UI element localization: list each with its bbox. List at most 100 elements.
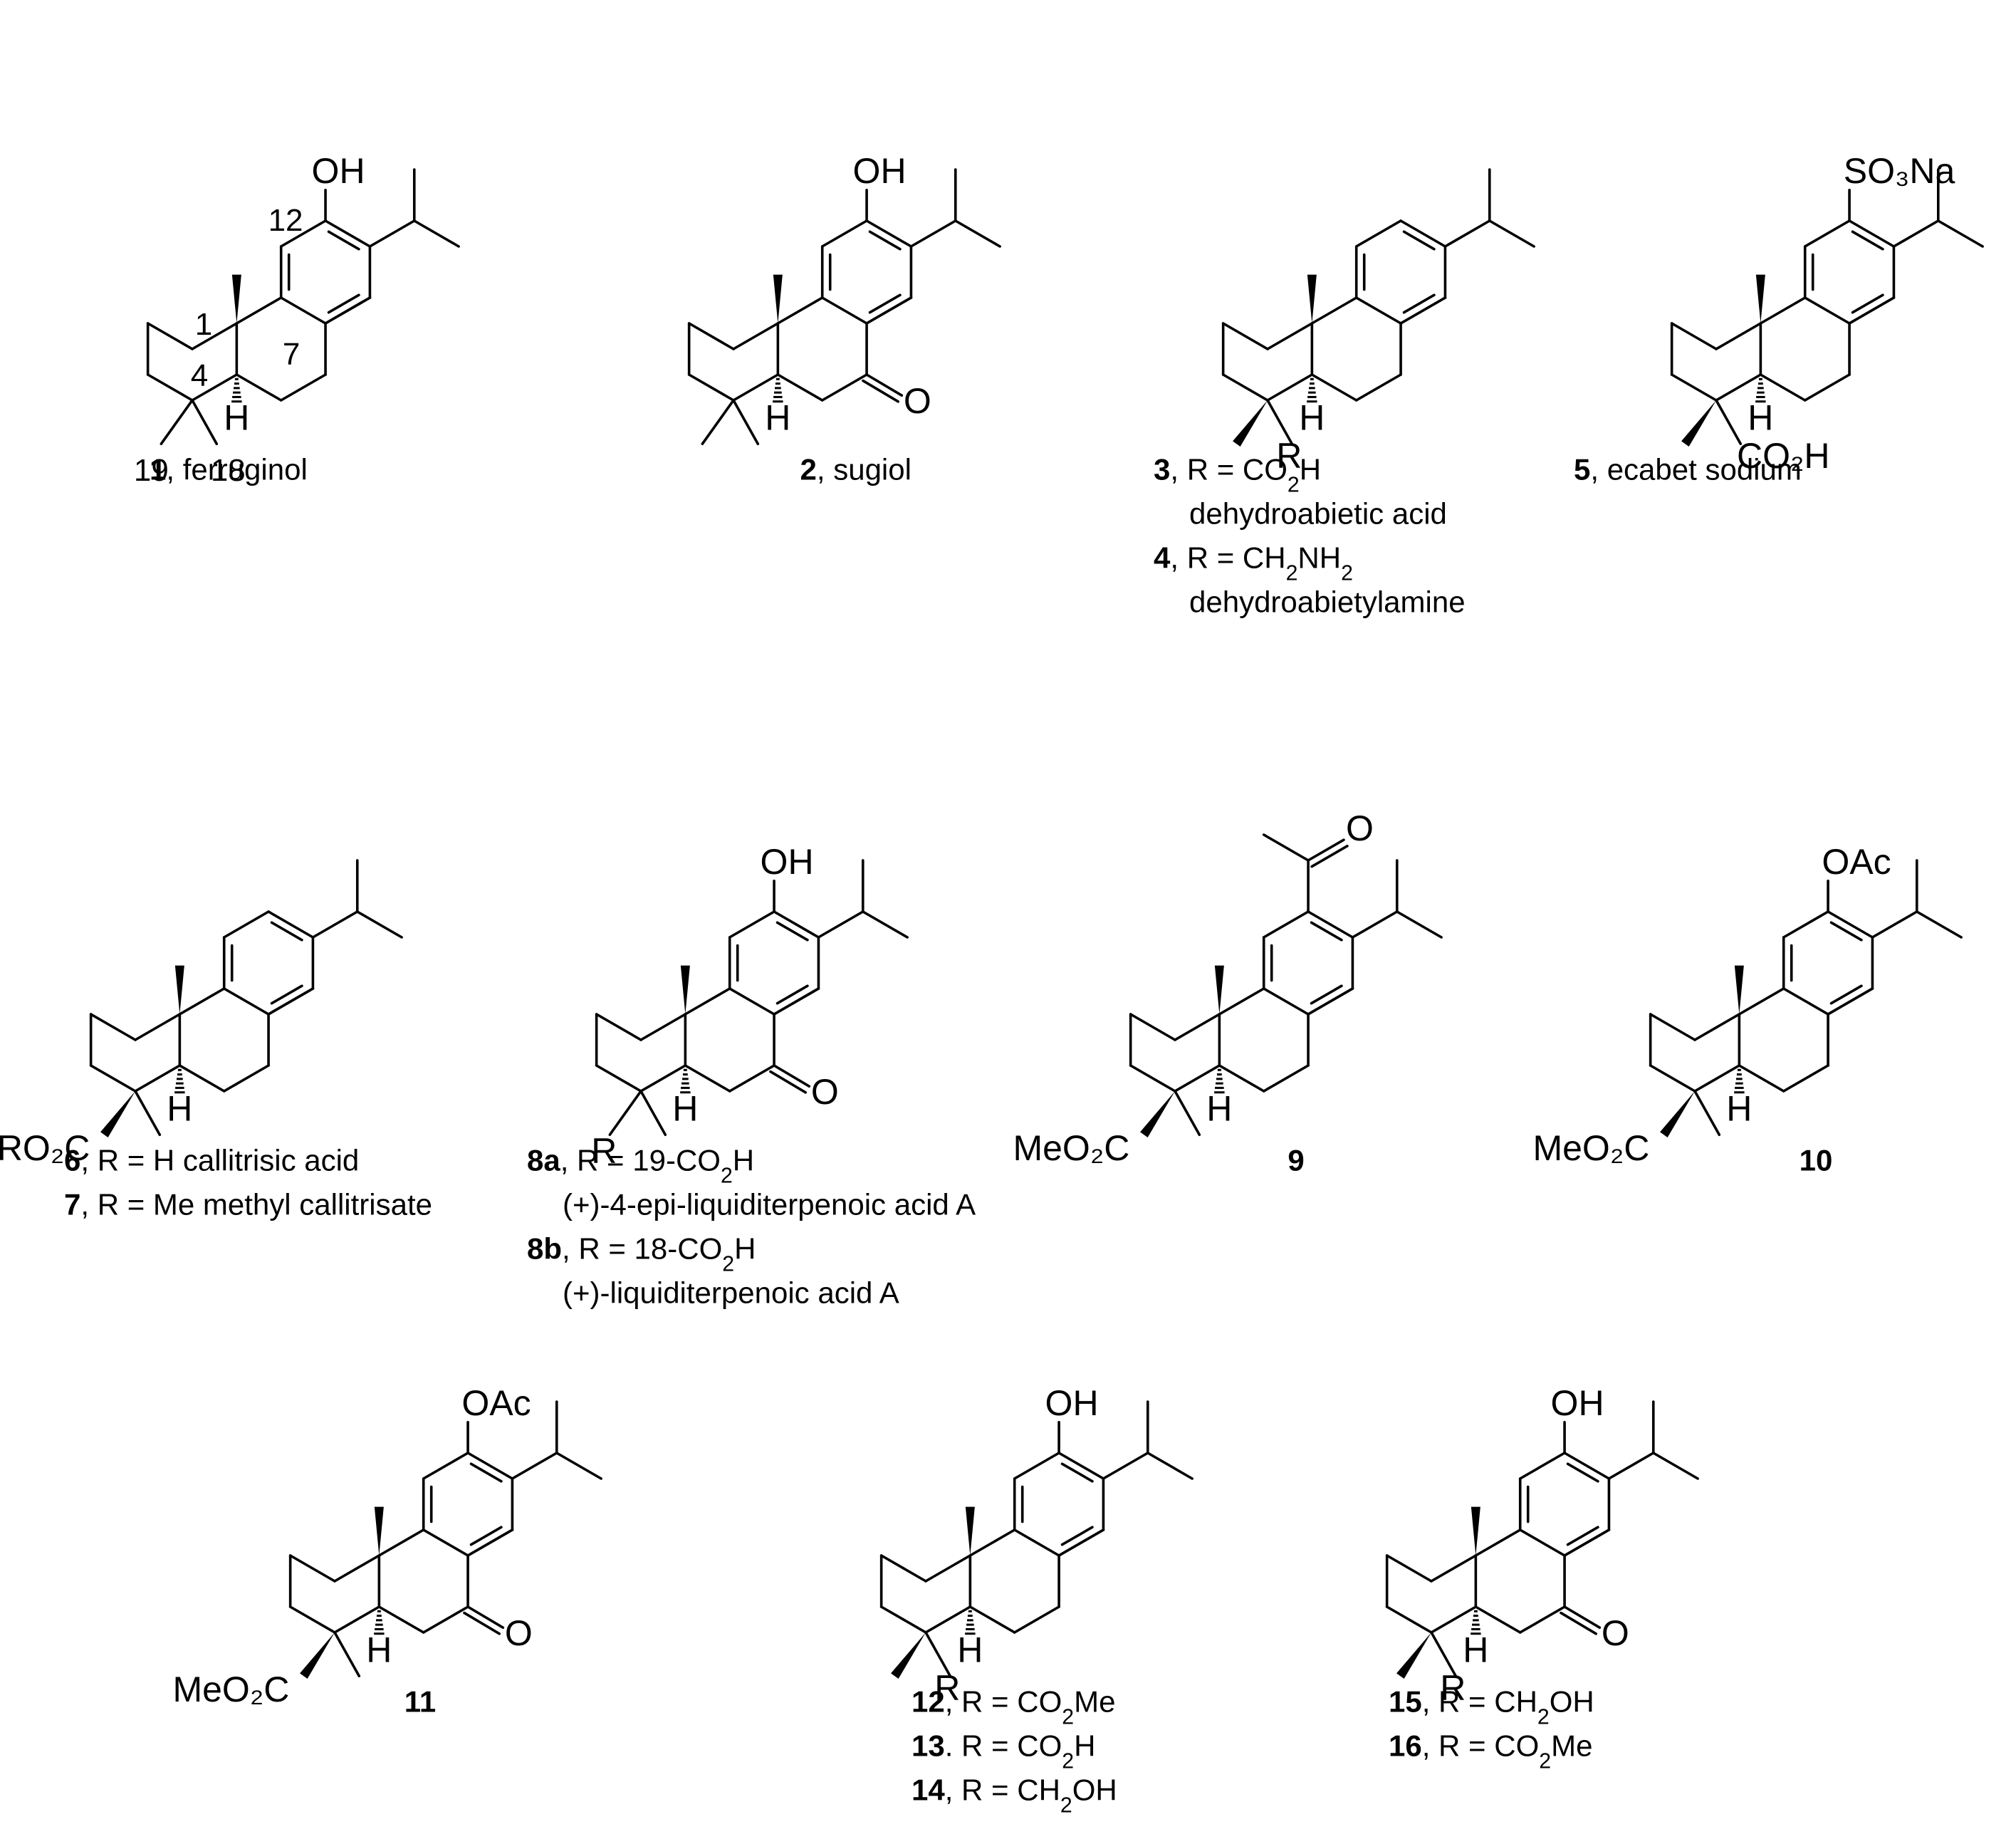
bond	[1803, 373, 1851, 402]
caption-line-2: dehydroabietic acid	[1189, 497, 1447, 531]
bond	[1474, 1605, 1522, 1634]
aromatic-bond	[1399, 296, 1447, 325]
bond	[1221, 322, 1269, 350]
h5-label: H	[1748, 398, 1773, 438]
bond	[1351, 910, 1399, 939]
h5-hashed-bond	[374, 1610, 385, 1635]
bond	[728, 1064, 775, 1093]
bond	[1670, 373, 1718, 402]
bond	[1262, 833, 1310, 862]
angular-methyl-wedge	[1755, 274, 1765, 323]
bond	[146, 322, 194, 350]
bond	[1310, 373, 1358, 402]
ring-number-12: 12	[268, 203, 303, 238]
bond	[1782, 987, 1829, 1016]
carbonyl-bond	[1560, 1611, 1597, 1635]
aromatic-bond	[466, 1452, 514, 1480]
bond	[178, 1064, 226, 1093]
aromatic-bond	[868, 230, 902, 251]
aromatic-bond	[1566, 1526, 1599, 1546]
angular-methyl-wedge	[965, 1506, 975, 1556]
caption-line-1: 3, R = CO2H	[1154, 453, 1321, 497]
h5-label: H	[1206, 1089, 1232, 1129]
aromatic-bond	[469, 1526, 503, 1546]
caption-line-2: (+)-4-epi-liquiditerpenoic acid A	[563, 1188, 976, 1221]
bond	[222, 910, 270, 939]
angular-methyl-wedge	[680, 965, 690, 1014]
aromatic-bond	[868, 293, 902, 314]
bond	[355, 910, 403, 939]
bond	[1221, 373, 1269, 402]
caption-line-1: 2, sugiol	[800, 453, 912, 486]
aromatic-bond	[267, 987, 315, 1016]
bond	[608, 1090, 642, 1136]
aromatic-bond	[773, 910, 820, 939]
bond	[732, 373, 780, 402]
acetoxy-label: OAc	[461, 1383, 531, 1423]
h5-label: H	[1726, 1089, 1752, 1129]
aromatic-bond	[1310, 921, 1343, 942]
bond	[1354, 373, 1402, 402]
bond	[1651, 1452, 1699, 1480]
aromatic-bond	[775, 921, 809, 942]
sulfonate-label: SO₃Na	[1844, 151, 1955, 191]
h5-label: H	[167, 1089, 192, 1129]
aromatic-bond	[1851, 293, 1884, 314]
bond	[924, 1631, 952, 1677]
angular-methyl-wedge	[374, 1506, 384, 1556]
bond	[1693, 1090, 1721, 1136]
bond	[1218, 987, 1265, 1016]
bond	[879, 1605, 927, 1634]
aromatic-bond	[1848, 219, 1896, 248]
bond	[1518, 1452, 1566, 1480]
bond	[879, 1554, 927, 1583]
bond	[279, 296, 327, 325]
bond	[1693, 1013, 1741, 1041]
aromatic-bond	[324, 296, 372, 325]
bond	[1218, 1064, 1265, 1093]
h5-label: H	[366, 1630, 392, 1670]
bond	[368, 219, 416, 248]
caption-line-3: 14, R = CH2OH	[912, 1773, 1117, 1818]
aromatic-bond	[773, 987, 820, 1016]
bond	[134, 1064, 182, 1093]
h5-hashed-bond	[773, 377, 783, 403]
bond	[160, 399, 194, 446]
bond	[909, 219, 957, 248]
bond	[684, 987, 731, 1016]
bond	[1430, 1631, 1458, 1677]
angular-methyl-wedge	[1734, 965, 1744, 1014]
aromatic-bond	[466, 1528, 514, 1557]
h5-label: H	[957, 1630, 983, 1670]
bond	[288, 1605, 336, 1634]
bond	[639, 1013, 687, 1041]
bond	[235, 296, 283, 325]
aromatic-bond	[1827, 910, 1874, 939]
bond	[333, 1631, 361, 1677]
bond	[1266, 373, 1314, 402]
bond	[639, 1064, 687, 1093]
carbonyl-bond	[862, 379, 899, 403]
bond	[1803, 219, 1851, 248]
acetoxy-label: OAc	[1822, 842, 1891, 882]
bond	[1266, 399, 1294, 446]
bond	[178, 987, 226, 1016]
bond	[1174, 1064, 1221, 1093]
aromatic-bond	[469, 1462, 503, 1483]
bond	[701, 399, 735, 446]
bond	[1129, 1064, 1176, 1093]
bond	[1262, 910, 1310, 939]
bond	[1759, 373, 1807, 402]
acetyl-carbonyl-bond	[1310, 845, 1349, 868]
aromatic-bond	[1829, 984, 1863, 1005]
bond	[728, 987, 775, 1016]
h5-label: H	[672, 1089, 698, 1129]
bond	[1782, 1064, 1829, 1093]
bond	[595, 1064, 642, 1093]
bond	[1443, 219, 1491, 248]
